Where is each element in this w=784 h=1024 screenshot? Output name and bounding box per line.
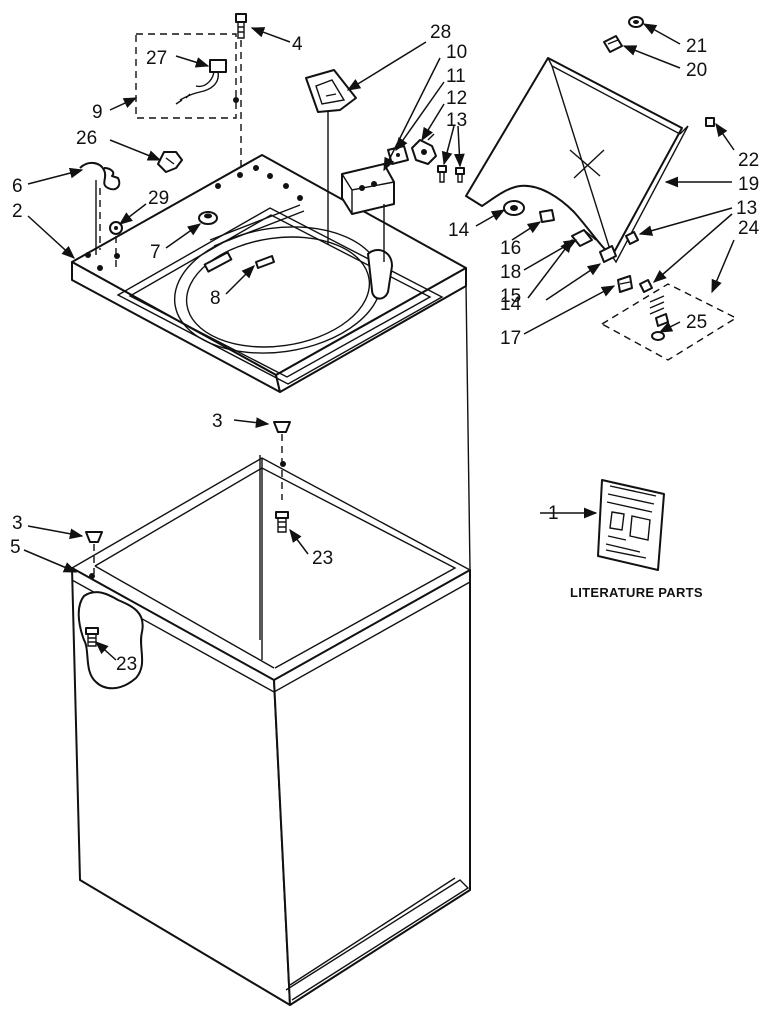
callout-25: 25 [686,312,707,333]
spring-box-24 [600,283,738,361]
screws-13-upper [437,165,465,183]
callout-10: 10 [446,42,467,63]
bumper-21 [628,16,644,28]
callout-27: 27 [146,48,167,69]
screw-23-lower [85,627,99,647]
actuator-12 [411,133,437,165]
literature-booklet [597,479,665,571]
callout-17: 17 [500,328,521,349]
callout-14-lower: 14 [500,294,522,315]
callout-3-lower: 3 [12,513,23,534]
callout-22: 22 [738,150,759,171]
callout-23-upper: 23 [312,548,333,569]
callout-5: 5 [10,537,21,558]
callout-2: 2 [12,201,23,222]
clip-26 [157,151,183,173]
callout-29: 29 [148,188,169,209]
callout-7: 7 [150,242,161,263]
grommet-7 [198,211,218,225]
switch-bracket-10 [341,163,395,215]
callout-6: 6 [12,176,23,197]
callout-13-upper: 13 [446,110,467,131]
callout-4: 4 [292,34,303,55]
literature-caption: LITERATURE PARTS [570,585,703,600]
hinge-14-16 [503,200,555,223]
screws-13-lower [625,231,653,293]
callout-26: 26 [76,128,97,149]
spring-25 [649,295,669,341]
callout-24: 24 [738,218,760,239]
hinge-17 [617,275,633,293]
cabinet-cutaway [77,591,144,690]
callout-14-upper: 14 [448,220,470,241]
clip-3-lower [85,531,103,543]
callout-19: 19 [738,174,759,195]
callout-15: 15 [500,286,521,307]
washer-top [71,154,467,393]
callout-3-upper: 3 [212,411,223,432]
wire-harness-box [135,33,237,119]
callout-18: 18 [500,262,521,283]
callout-23-lower: 23 [116,654,137,675]
clip-3-upper [273,421,291,433]
callout-1: 1 [548,503,559,524]
callout-20: 20 [686,60,707,81]
wire-harness [175,59,239,105]
callout-28: 28 [430,22,451,43]
callout-13-lower: 13 [736,198,757,219]
pin-8 [255,255,275,269]
callout-16: 16 [500,238,521,259]
callout-8: 8 [210,288,221,309]
leader-lines [23,23,735,661]
callout-21: 21 [686,36,707,57]
screw-22 [705,117,715,127]
screw-23-upper [275,511,289,533]
callout-labels: 1 2 3 3 4 5 6 7 8 9 10 11 12 13 13 14 14… [10,22,760,675]
bumper-20 [603,35,623,53]
lid [465,57,689,264]
callout-12: 12 [446,88,467,109]
grommet-29 [109,221,123,235]
top-hinge-slot [209,204,305,247]
callout-9: 9 [92,102,103,123]
cover-28 [305,69,357,113]
bracket-6 [79,162,121,255]
callout-11: 11 [446,66,466,87]
screw-4 [235,13,247,39]
